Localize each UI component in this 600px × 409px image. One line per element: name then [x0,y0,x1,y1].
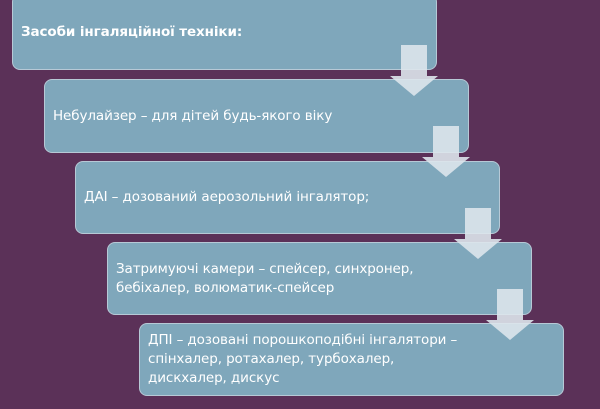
step-label-1: Засоби інгаляційної техніки: [21,23,243,40]
step-label-2: Небулайзер – для дітей будь-якого віку [53,107,333,124]
down-arrow-icon [422,126,470,178]
down-arrow-icon [454,208,502,260]
down-arrow-icon [486,289,534,341]
step-label-3: ДАІ – дозований аерозольний інгалятор; [84,189,370,205]
step-label-4: Затримуючі камери – спейсер, синхронер, … [116,260,414,296]
step-box-2: Небулайзер – для дітей будь-якого віку [44,79,469,153]
step-box-1: Засоби інгаляційної техніки: [12,0,437,70]
step-label-5: ДПІ – дозовані порошкоподібні інгалятори… [148,332,458,386]
down-arrow-icon [390,45,438,97]
step-box-5: ДПІ – дозовані порошкоподібні інгалятори… [139,323,564,396]
step-box-4: Затримуючі камери – спейсер, синхронер, … [107,242,532,315]
step-box-3: ДАІ – дозований аерозольний інгалятор; [75,161,500,234]
